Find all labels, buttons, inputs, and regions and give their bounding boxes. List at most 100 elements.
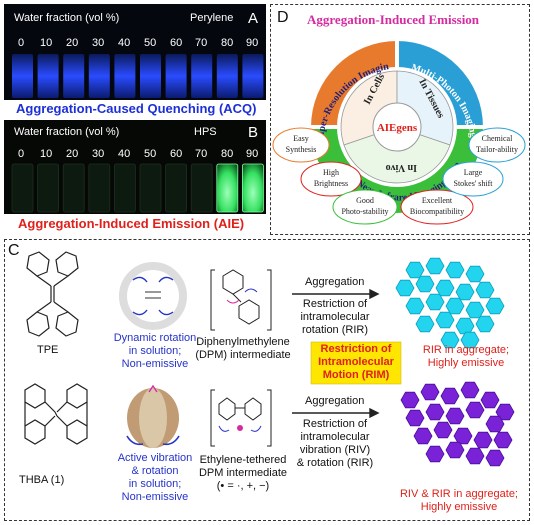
aggregate-hex xyxy=(475,281,495,299)
fraction-label: 50 xyxy=(144,148,157,160)
motion-line: Dynamic rotation xyxy=(113,332,197,344)
center-label: AIEgens xyxy=(377,122,418,134)
vial xyxy=(139,163,162,213)
result-line: RIV & RIR in aggregate; xyxy=(399,488,518,500)
aggregate-hex xyxy=(425,293,445,311)
purple-aggregate xyxy=(400,381,515,467)
panel-c: C xyxy=(4,239,530,521)
vial xyxy=(190,163,213,213)
intermediate-line: (DPM) intermediate xyxy=(195,349,291,361)
panel-b: Water fraction (vol %) HPS B 0 10 20 30 … xyxy=(4,120,266,234)
fraction-label: 90 xyxy=(246,148,259,160)
svg-text:Photo-stability: Photo-stability xyxy=(341,207,388,216)
panel-c-letter: C xyxy=(8,242,20,259)
row2-arrow-top: Aggregation xyxy=(305,395,365,407)
vial xyxy=(216,54,238,98)
panel-b-letter: B xyxy=(248,124,259,141)
svg-text:Tailor-ability: Tailor-ability xyxy=(476,145,518,154)
ethylene-dpm xyxy=(210,389,272,447)
fraction-label: 70 xyxy=(195,37,208,49)
aggregate-hex xyxy=(415,315,435,333)
arrow-line: & rotation (RIR) xyxy=(296,457,374,469)
panel-d-letter: D xyxy=(277,9,289,26)
aggregate-hex xyxy=(405,409,425,427)
vial xyxy=(242,54,264,98)
aggregate-hex xyxy=(455,317,475,335)
aggregate-hex xyxy=(440,387,460,405)
aggregate-hex xyxy=(460,381,480,399)
feature-easy-synthesis: Easy Synthesis xyxy=(272,127,330,163)
aggregate-hex xyxy=(465,301,485,319)
panel-a-caption: Aggregation-Caused Quenching (ACQ) xyxy=(16,101,257,116)
vibration-motif xyxy=(126,384,180,448)
rim-line: Restriction of xyxy=(320,343,392,355)
panel-b-header: Water fraction (vol %) xyxy=(14,126,120,138)
feature-photo-stability: Good Photo-stability xyxy=(332,189,398,225)
aggregate-hex xyxy=(433,421,453,439)
fraction-label: 20 xyxy=(66,37,79,49)
aggregate-hex xyxy=(485,297,505,315)
fraction-label: 0 xyxy=(18,37,25,49)
aggregate-hex xyxy=(445,407,465,425)
panel-a: Water fraction (vol %) Perylene A 0 10 2… xyxy=(4,4,266,118)
svg-text:Synthesis: Synthesis xyxy=(286,145,317,154)
rim-box xyxy=(310,341,402,385)
fraction-label: 50 xyxy=(144,37,157,49)
vial xyxy=(165,54,187,98)
fraction-label: 60 xyxy=(170,148,183,160)
aggregate-hex xyxy=(400,391,420,409)
intermediate-line: (• = ·, +, −) xyxy=(216,480,270,492)
vial xyxy=(114,163,136,213)
motion-line: Active vibration xyxy=(117,452,193,464)
svg-text:Chemical: Chemical xyxy=(482,134,513,143)
panel-b-photo xyxy=(4,120,266,214)
result-line: Highly emissive xyxy=(427,357,505,369)
motion-line: & rotation xyxy=(131,465,179,477)
vial xyxy=(63,54,85,98)
fraction-label: 40 xyxy=(118,148,131,160)
aggregate-hex xyxy=(465,265,485,283)
aggregate-hex xyxy=(415,275,435,293)
aggregate-hex xyxy=(460,331,480,349)
aggregate-hex xyxy=(405,261,425,279)
result-line: RIR in aggregate; xyxy=(422,344,510,356)
arrow-line: Restriction of xyxy=(302,418,368,430)
vial xyxy=(12,54,33,98)
dpm-intermediate xyxy=(210,269,272,331)
fraction-label: 0 xyxy=(18,148,25,160)
svg-text:Biocompatibility: Biocompatibility xyxy=(410,207,464,216)
row2-result: RIV & RIR in aggregate; Highly emissive xyxy=(389,488,529,514)
arrow-line: vibration (RIV) xyxy=(299,444,371,456)
fraction-label: 40 xyxy=(118,37,131,49)
vial xyxy=(62,163,85,213)
panel-a-fractions: 0 10 20 30 40 50 60 70 80 90 xyxy=(18,37,262,51)
panel-b-fractions: 0 10 20 30 40 50 60 70 80 90 xyxy=(18,148,262,162)
aggregate-hex xyxy=(425,403,445,421)
intermediate-line: DPM intermediate xyxy=(198,467,288,479)
vial xyxy=(140,54,161,98)
panel-b-compound: HPS xyxy=(194,126,217,138)
aggregate-hex xyxy=(413,427,433,445)
vial xyxy=(114,54,136,98)
cyan-aggregate xyxy=(395,257,505,349)
aie-wheel: Super-Resolution Imaging (SRI) Multi-Pho… xyxy=(271,27,526,225)
aggregate-hex xyxy=(445,261,465,279)
row1-arrow-top: Aggregation xyxy=(305,276,365,288)
vial xyxy=(37,163,59,213)
motion-line: Non-emissive xyxy=(121,358,189,370)
aggregate-hex xyxy=(465,401,485,419)
aggregate-hex xyxy=(435,311,455,329)
rotation-motif xyxy=(119,262,187,330)
fraction-label: 70 xyxy=(195,148,208,160)
panel-a-photo xyxy=(4,4,266,100)
vial xyxy=(88,163,111,213)
rim-label: Restriction of Intramolecular Motion (RI… xyxy=(311,343,401,382)
arrow-line: rotation (RIR) xyxy=(301,324,369,336)
arrow-line: intramolecular xyxy=(300,311,370,323)
aggregate-hex xyxy=(395,279,415,297)
aggregate-hex xyxy=(425,445,445,463)
aggregate-hex xyxy=(453,427,473,445)
row2-motion-text: Active vibration & rotation in solution;… xyxy=(111,452,199,504)
panel-a-compound: Perylene xyxy=(190,12,234,24)
vial xyxy=(216,163,239,213)
